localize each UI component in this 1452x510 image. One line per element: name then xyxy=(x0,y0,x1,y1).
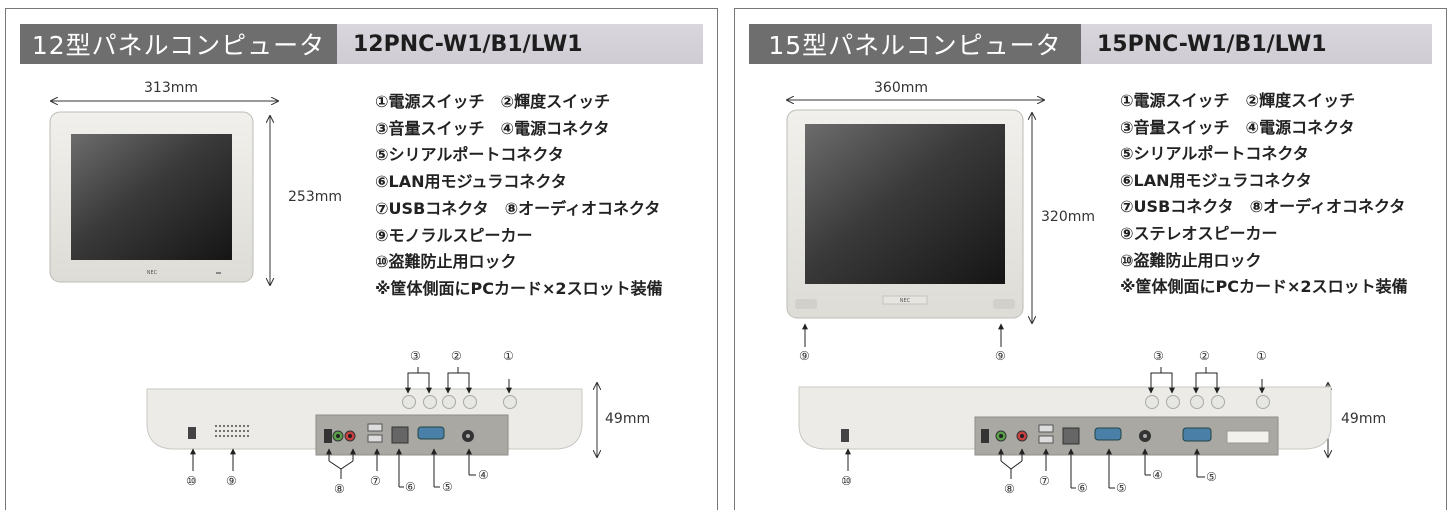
callout-9: ⑨ xyxy=(226,474,237,488)
monitor-screen xyxy=(805,124,1005,284)
depth-label: 49mm xyxy=(1341,411,1387,427)
callout-10: ⑩ xyxy=(841,474,852,488)
feature-item: ③音量スイッチ ④電源コネクタ xyxy=(375,118,610,138)
feature-item: ⑦USBコネクタ ⑧オーディオコネクタ xyxy=(375,198,661,218)
lock-slot xyxy=(188,427,196,439)
feature-item: ①電源スイッチ ②輝度スイッチ xyxy=(1120,91,1356,110)
feature-item: ⑨ステレオスピーカー xyxy=(1120,223,1278,243)
callout-1: ① xyxy=(503,349,514,363)
model-number: 12PNC-W1/B1/LW1 xyxy=(337,24,703,64)
depth-label: 49mm xyxy=(605,411,651,427)
callout-6: ⑥ xyxy=(405,480,416,494)
panel-12inch: 12型パネルコンピュータ 12PNC-W1/B1/LW1 xyxy=(5,8,718,510)
product-illustration: NEC xyxy=(49,9,717,488)
power-button xyxy=(503,395,517,409)
panel-title: 15型パネルコンピュータ xyxy=(749,24,1081,64)
volume-button-b xyxy=(423,395,437,409)
brightness-button-a xyxy=(1190,395,1204,409)
callout-5: ⑤ xyxy=(442,480,453,494)
feature-item: ※筐体側面にPCカード×2スロット装備 xyxy=(375,278,663,298)
brightness-button-b xyxy=(463,395,477,409)
power-button xyxy=(1256,395,1270,409)
callout-7: ⑦ xyxy=(1039,474,1050,488)
height-label: 320mm xyxy=(1041,209,1095,225)
callout-3: ③ xyxy=(1153,349,1164,363)
brightness-button-a xyxy=(442,395,456,409)
brightness-button-b xyxy=(1211,395,1225,409)
callout-2: ② xyxy=(1199,349,1210,363)
feature-item: ⑨モノラルスピーカー xyxy=(375,225,533,245)
callout-3: ③ xyxy=(410,349,421,363)
feature-item: ⑥LAN用モジュラコネクタ xyxy=(1120,170,1312,190)
callout-4: ④ xyxy=(478,468,489,482)
product-illustration: NEC xyxy=(735,9,1446,489)
width-label: 360mm xyxy=(874,80,928,96)
nec-logo: NEC xyxy=(900,298,911,304)
feature-item: ⑩盗難防止用ロック xyxy=(375,252,517,272)
callout-5: ⑤ xyxy=(1116,481,1127,495)
feature-item: ⑤シリアルポートコネクタ xyxy=(375,145,564,165)
callout-7: ⑦ xyxy=(370,474,381,488)
callout-8: ⑧ xyxy=(1004,482,1015,496)
width-label: 313mm xyxy=(144,80,198,96)
callout-6: ⑥ xyxy=(1077,481,1088,495)
volume-button-a xyxy=(1145,395,1159,409)
callout-5b: ⑤ xyxy=(1206,470,1217,484)
panel-header: 12型パネルコンピュータ 12PNC-W1/B1/LW1 xyxy=(20,24,703,64)
feature-list: ①電源スイッチ ②輝度スイッチ ③音量スイッチ ④電源コネクタ ⑤シリアルポート… xyxy=(375,89,663,303)
nec-logo: NEC xyxy=(147,270,158,276)
panel-header: 15型パネルコンピュータ 15PNC-W1/B1/LW1 xyxy=(749,24,1432,64)
callout-9b: ⑨ xyxy=(995,349,1006,363)
feature-item: ⑩盗難防止用ロック xyxy=(1120,250,1262,270)
callout-2: ② xyxy=(451,349,462,363)
callout-10: ⑩ xyxy=(186,474,197,488)
callout-4: ④ xyxy=(1152,468,1163,482)
volume-button-b xyxy=(1166,395,1180,409)
feature-item: ①電源スイッチ ②輝度スイッチ xyxy=(375,92,611,111)
panel-15inch: 15型パネルコンピュータ 15PNC-W1/B1/LW1 xyxy=(734,8,1447,510)
feature-item: ⑥LAN用モジュラコネクタ xyxy=(375,172,567,192)
callout-8: ⑧ xyxy=(334,482,345,496)
model-number: 15PNC-W1/B1/LW1 xyxy=(1081,24,1432,64)
feature-item: ⑤シリアルポートコネクタ xyxy=(1120,144,1309,164)
feature-item: ③音量スイッチ ④電源コネクタ xyxy=(1120,117,1355,137)
callout-9a: ⑨ xyxy=(799,349,810,363)
speaker-grille xyxy=(214,424,250,438)
feature-item: ⑦USBコネクタ ⑧オーディオコネクタ xyxy=(1120,197,1406,217)
lock-slot xyxy=(841,429,849,442)
feature-list: ①電源スイッチ ②輝度スイッチ ③音量スイッチ ④電源コネクタ ⑤シリアルポート… xyxy=(1120,88,1408,301)
callout-1: ① xyxy=(1256,349,1267,363)
panel-title: 12型パネルコンピュータ xyxy=(20,24,337,64)
volume-button-a xyxy=(402,395,416,409)
height-label: 253mm xyxy=(288,189,342,205)
monitor-screen xyxy=(71,134,232,260)
feature-item: ※筐体側面にPCカード×2スロット装備 xyxy=(1120,277,1408,297)
